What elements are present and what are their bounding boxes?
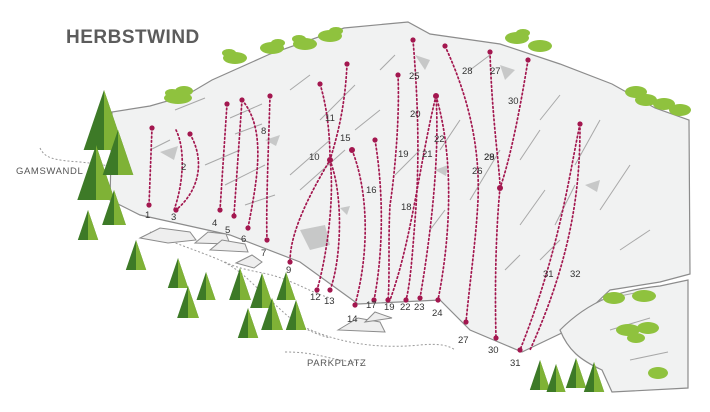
rock-slab bbox=[559, 279, 689, 393]
route-number: 21 bbox=[422, 149, 433, 160]
route-number: 30 bbox=[508, 96, 519, 107]
route-number: 9 bbox=[286, 265, 291, 276]
route-number: 12 bbox=[310, 292, 321, 303]
access-path bbox=[149, 231, 331, 339]
route-number: 15 bbox=[340, 133, 351, 144]
route-number: 19 bbox=[398, 149, 409, 160]
route-number: 8 bbox=[261, 126, 266, 137]
route-number: 19 bbox=[384, 302, 395, 313]
tree-highlight bbox=[272, 298, 283, 330]
route-number: 26 bbox=[472, 166, 483, 177]
route-number: 32 bbox=[570, 269, 581, 280]
route-number: 23 bbox=[414, 302, 425, 313]
route-number: 25 bbox=[409, 71, 420, 82]
route-number: 27 bbox=[458, 335, 469, 346]
route-number: 29 bbox=[484, 152, 495, 163]
route-number: 27 bbox=[490, 66, 501, 77]
tree-highlight bbox=[286, 272, 296, 300]
route-number: 31 bbox=[543, 269, 554, 280]
rock-patches bbox=[160, 55, 600, 250]
route-number: 31 bbox=[510, 358, 521, 369]
tree-highlight bbox=[88, 210, 99, 240]
access-path bbox=[284, 351, 366, 365]
route-number: 17 bbox=[366, 300, 377, 311]
access-path bbox=[224, 261, 331, 299]
route-number: 30 bbox=[488, 345, 499, 356]
route-number: 5 bbox=[225, 225, 230, 236]
tree-highlight bbox=[136, 240, 147, 270]
route-number: 22 bbox=[400, 302, 411, 313]
rock-texture bbox=[149, 54, 669, 361]
tree-highlight bbox=[118, 130, 134, 175]
route-number: 24 bbox=[432, 308, 443, 319]
tree-highlight bbox=[248, 308, 259, 338]
tree-highlight bbox=[594, 362, 605, 392]
route-numbers-secondary: 19 22 27 28 30 31 bbox=[384, 66, 521, 369]
tree-group bbox=[77, 90, 605, 392]
route-number: 11 bbox=[325, 113, 335, 124]
route-lines bbox=[148, 39, 581, 351]
route-anchors bbox=[146, 37, 583, 353]
parking-label: PARKPLATZ bbox=[307, 358, 367, 369]
route-number: 10 bbox=[309, 152, 320, 163]
route-number: 4 bbox=[212, 218, 217, 229]
tree-highlight bbox=[540, 360, 551, 390]
route-number: 6 bbox=[241, 234, 246, 245]
route-number: 3 bbox=[171, 212, 176, 223]
area-label-gamswandl: GAMSWANDL bbox=[16, 166, 84, 177]
route-number: 28 bbox=[462, 66, 473, 77]
tree-highlight bbox=[296, 300, 307, 330]
route-number: 1 bbox=[145, 210, 150, 221]
bush-group bbox=[164, 27, 691, 379]
tree-highlight bbox=[178, 258, 189, 288]
page-title: HERBSTWIND bbox=[66, 27, 200, 48]
tree-highlight bbox=[556, 364, 566, 392]
route-number: 20 bbox=[410, 109, 421, 120]
route-number: 7 bbox=[261, 248, 266, 259]
tree-highlight bbox=[576, 358, 587, 388]
tree-highlight bbox=[240, 268, 251, 300]
tree-highlight bbox=[206, 272, 216, 300]
boulders bbox=[138, 227, 393, 333]
route-number: 13 bbox=[324, 296, 335, 307]
route-number: 22 bbox=[434, 134, 445, 145]
route-number: 14 bbox=[347, 314, 358, 325]
route-number: 28 bbox=[484, 152, 495, 163]
tree-highlight bbox=[114, 190, 126, 225]
route-number: 18 bbox=[401, 202, 412, 213]
route-numbers: 1 2 3 4 5 6 7 8 9 10 11 12 13 14 15 16 1… bbox=[145, 66, 581, 346]
route-number: 2 bbox=[181, 162, 186, 173]
route-number: 16 bbox=[366, 185, 377, 196]
tree-highlight bbox=[188, 286, 199, 318]
tree-highlight bbox=[262, 273, 274, 308]
tree-highlight bbox=[104, 90, 125, 150]
